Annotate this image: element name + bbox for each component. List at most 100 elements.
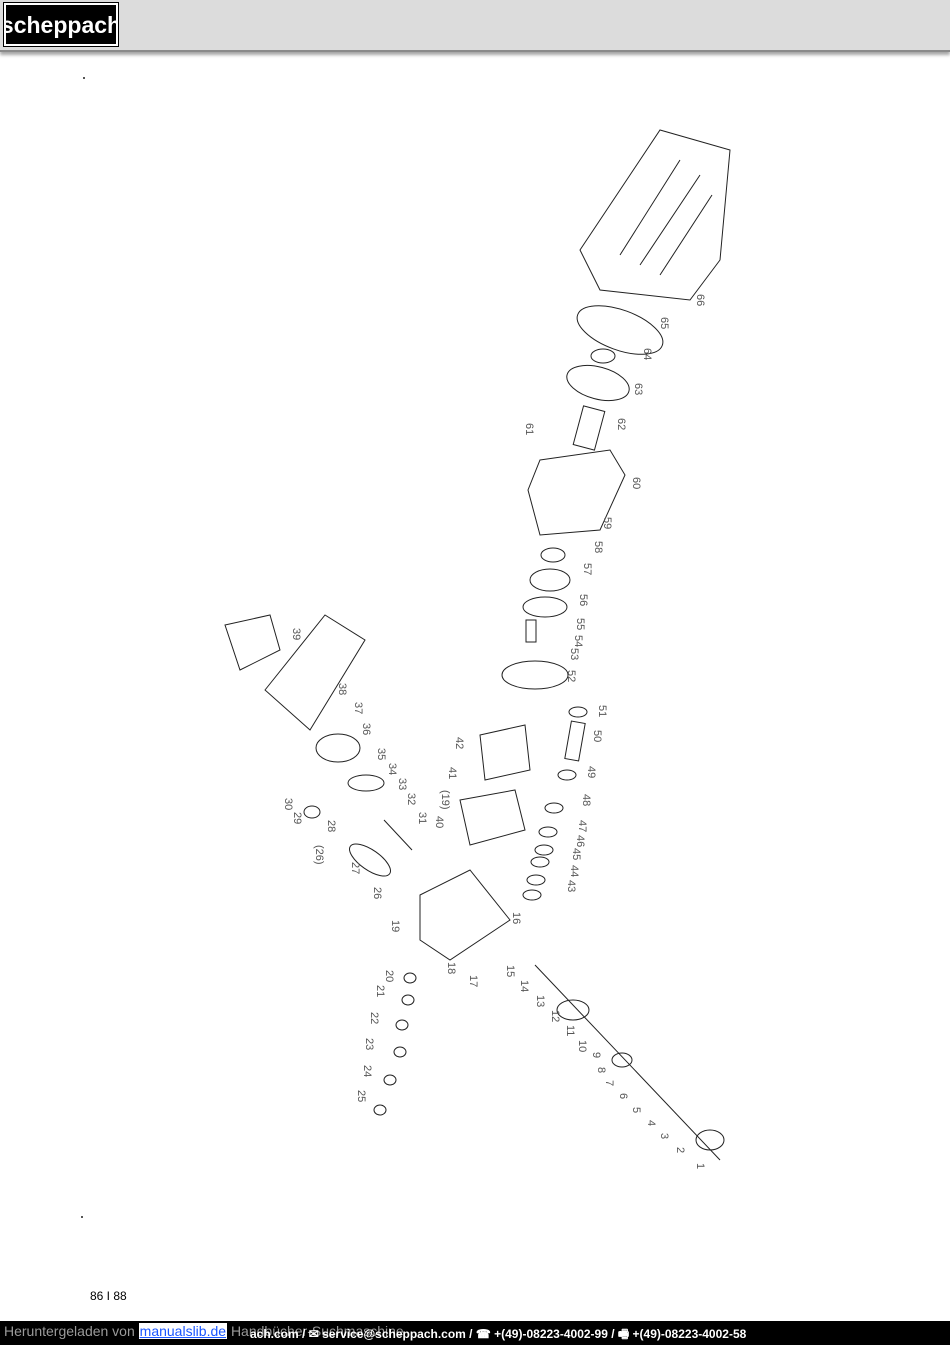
part-label: 50 [591,730,603,742]
part-label: 34 [386,763,398,775]
switch-housing-38 [264,614,366,731]
bolt-53 [525,619,537,643]
ring-35 [347,774,385,792]
small-part [393,1046,407,1058]
part-label: 54 [572,635,584,647]
part-label: 26 [371,887,383,899]
download-source: Heruntergeladen von manualslib.de Handbü… [4,1323,404,1339]
scheppach-logo: scheppach [3,2,119,47]
seal-56 [522,596,568,618]
part-label: 24 [361,1065,373,1077]
gear-63 [566,364,630,402]
part-label: 12 [549,1010,561,1022]
part-label: 40 [433,816,445,828]
part-label: 4 [645,1120,657,1126]
cap-36 [315,733,361,763]
part-label: 21 [374,985,386,997]
part-label: 37 [352,702,364,714]
part-label: 48 [580,794,592,806]
part-label: 19 [389,920,401,932]
cylinder-head-41 [459,789,526,846]
valve-part [544,802,564,814]
pistons-42 [479,724,531,781]
shaft-62 [572,405,606,451]
part-label: 33 [396,778,408,790]
part-label: 56 [577,594,589,606]
part-label: 15 [504,965,516,977]
valve-8 [611,1052,633,1068]
part-label: 51 [596,705,608,717]
small-part [383,1074,397,1086]
part-label: (19) [439,790,451,810]
part-label: 53 [568,648,580,660]
part-label: 2 [674,1147,686,1153]
part-label: 11 [564,1025,576,1036]
swash-plate-52 [501,660,569,690]
page-number: 86 I 88 [90,1289,127,1303]
brand-text: scheppach [6,12,116,38]
part-label: 14 [518,980,530,992]
download-text: Heruntergeladen von [4,1323,135,1339]
part-label: 27 [349,862,361,874]
o-ring-65 [576,305,664,355]
part-label: 32 [405,793,417,805]
exploded-parts-diagram: 1234567891011121314151617181920212223242… [224,129,731,1169]
part-label: 62 [615,418,627,430]
part-label: 46 [574,835,586,847]
part-label: 3 [658,1133,670,1139]
part-label: 22 [368,1012,380,1024]
part-label: 36 [360,723,372,735]
part-label: 31 [416,812,428,824]
pump-body-16 [419,869,511,961]
part-label: 18 [445,962,457,974]
part-label: 59 [601,517,613,529]
washer-30 [303,805,321,819]
rod-31 [383,819,413,851]
valve-part [530,856,550,868]
part-label: 65 [658,317,670,329]
part-label: 42 [453,737,465,749]
part-label: 9 [590,1052,602,1058]
part-label: 39 [290,628,302,640]
pipe-27 [349,843,391,877]
page-footer: Heruntergeladen von manualslib.de Handbü… [0,1321,950,1345]
small-part [401,994,415,1006]
part-label: 58 [592,541,604,553]
part-label: 20 [383,970,395,982]
motor-housing [579,129,731,301]
small-part [395,1019,409,1031]
piston-50 [564,720,586,762]
part-label: 17 [467,975,479,987]
part-label: 64 [641,348,653,360]
small-part [403,972,417,984]
spring-12 [556,999,590,1021]
valve-axis [534,964,721,1161]
manualslib-link[interactable]: manualslib.de [138,1323,228,1339]
part-label: 47 [576,820,588,832]
motor-ribs [619,159,713,276]
part-label: 10 [576,1040,588,1052]
part-label: 1 [694,1163,706,1169]
contact-info: ach.com / ✉ service@scheppach.com / ☎ +(… [250,1327,747,1341]
part-label: 44 [568,865,580,877]
part-label: 66 [694,294,706,306]
part-label: 28 [325,820,337,832]
part-label: 41 [446,767,458,779]
part-label: 52 [565,670,577,682]
page-header: scheppach [0,0,950,52]
mark-dot [83,77,85,79]
part-label: 49 [585,766,597,778]
small-part [373,1104,387,1116]
part-label: 57 [581,563,593,575]
connector-1 [695,1129,725,1151]
part-label: 60 [630,477,642,489]
valve-part [526,874,546,886]
part-label: 45 [570,848,582,860]
gear-housing-59 [527,449,626,536]
part-label: 38 [336,683,348,695]
part-label: 7 [603,1080,615,1086]
part-label: 8 [595,1067,607,1073]
valve-part [534,844,554,856]
part-label: 23 [363,1038,375,1050]
micro-switch-39 [224,614,281,671]
